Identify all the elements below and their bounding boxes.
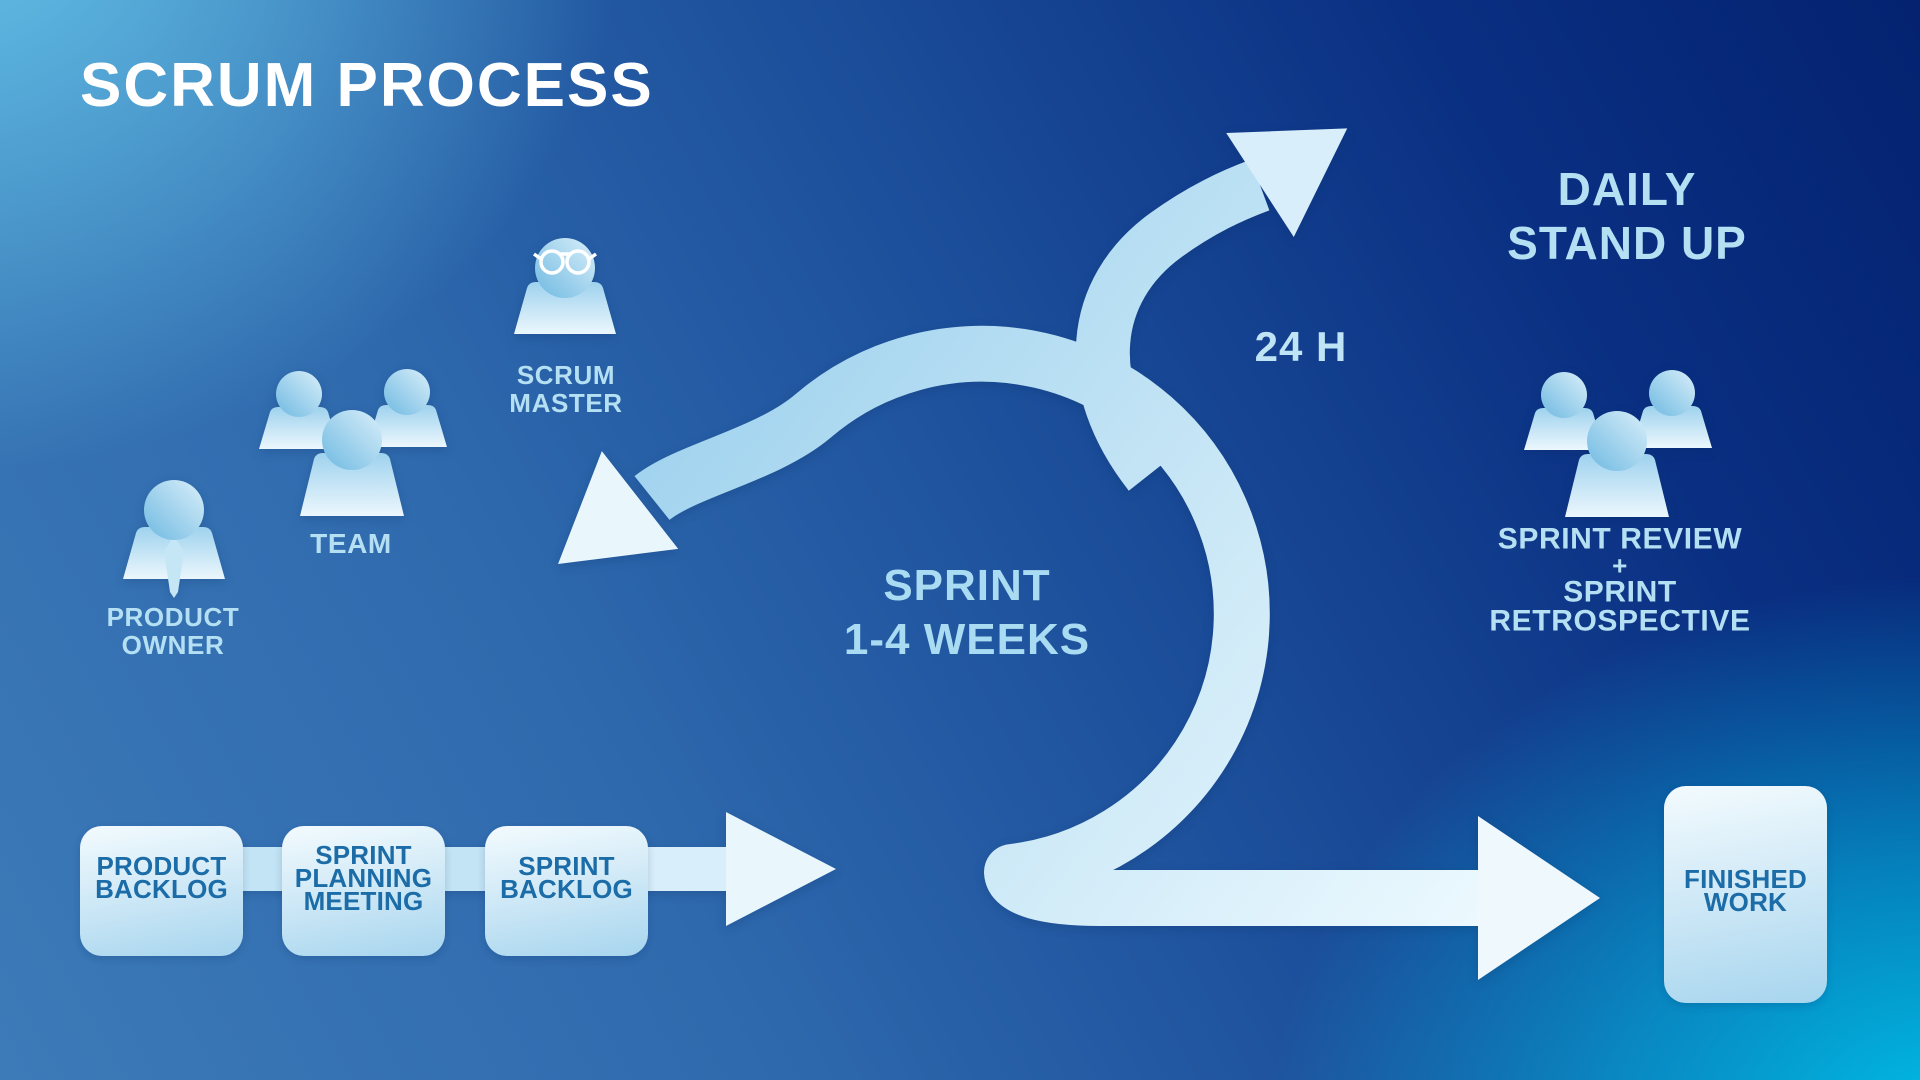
glasses-icon	[532, 249, 598, 275]
product-backlog-box: PRODUCT BACKLOG	[80, 826, 243, 956]
review-retrospective-label: SPRINT REVIEW + SPRINT RETROSPECTIVE	[1470, 522, 1770, 638]
team-icon	[259, 369, 447, 516]
arrow-to-loop-head-icon	[726, 812, 836, 926]
sprint-planning-meeting-label: SPRINT PLANNING MEETING	[294, 839, 433, 916]
finished-work-label: FINISHED WORK	[1684, 863, 1807, 917]
interval-label: 24 H	[1254, 323, 1348, 370]
sprint-review-label: SPRINT REVIEW	[1497, 522, 1743, 556]
sprint-retrospective-label: SPRINT RETROSPECTIVE	[1489, 575, 1751, 638]
sprint-backlog-label: SPRINT BACKLOG	[500, 851, 633, 904]
review-team-icon	[1524, 370, 1712, 517]
sprint-backlog-box: SPRINT BACKLOG	[485, 826, 648, 956]
page-title: SCRUM PROCESS	[80, 51, 654, 120]
loop-arrowhead-icon	[558, 451, 679, 565]
daily-standup-arrowhead-icon	[1226, 128, 1348, 237]
daily-standup-branch	[1075, 159, 1270, 491]
plus-sign: +	[1612, 550, 1628, 581]
product-owner-label: PRODUCT OWNER	[106, 602, 240, 660]
arrow-to-finished-head-icon	[1478, 816, 1600, 980]
scrum-master-label: SCRUM MASTER	[509, 360, 623, 418]
product-owner-icon	[123, 480, 225, 598]
team-label: TEAM	[310, 528, 392, 559]
finished-work-box: FINISHED WORK	[1664, 786, 1827, 1003]
product-backlog-label: PRODUCT BACKLOG	[95, 851, 228, 904]
sprint-planning-meeting-box: SPRINT PLANNING MEETING	[282, 826, 445, 956]
arrow-to-loop-shaft	[648, 847, 734, 891]
sprint-loop-ring	[634, 325, 1478, 926]
sprint-loop-label: SPRINT 1-4 WEEKS	[843, 561, 1091, 664]
scrum-master-icon	[514, 238, 616, 334]
daily-standup-label: DAILY STAND UP	[1507, 163, 1747, 269]
